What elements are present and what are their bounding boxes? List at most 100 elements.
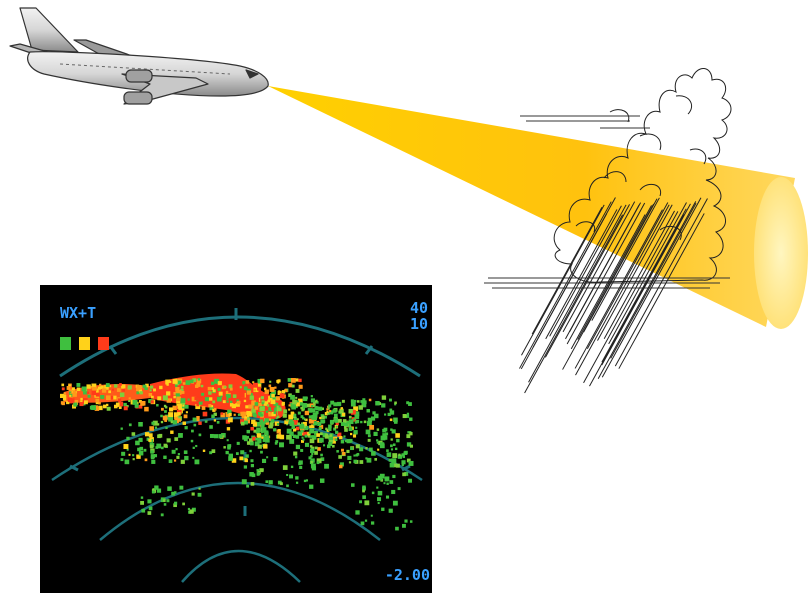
radar-return-cell [185, 411, 188, 414]
radar-return-cell [263, 444, 268, 449]
radar-return-cell [390, 428, 393, 431]
radar-return-cell [258, 411, 262, 416]
radar-return-cell [297, 411, 301, 415]
radar-return-cell [274, 442, 278, 445]
rain-streak [586, 202, 669, 350]
radar-return-cell [362, 495, 366, 499]
radar-return-cell [289, 474, 293, 479]
radar-return-cell [233, 400, 237, 404]
radar-return-cell [328, 427, 332, 432]
radar-return-cell [86, 384, 91, 389]
radar-return-cell [310, 395, 313, 398]
radar-return-cell [288, 404, 291, 407]
radar-return-cell [106, 395, 111, 401]
radar-return-cell [394, 403, 397, 406]
radar-return-cell [209, 433, 214, 438]
radar-return-cell [306, 403, 310, 408]
radar-return-cell [233, 413, 236, 416]
radar-return-cell [193, 423, 197, 427]
radar-return-cell [242, 435, 247, 440]
radar-return-cell [213, 412, 217, 416]
radar-return-cell [276, 396, 281, 401]
radar-return-cell [228, 444, 232, 448]
radar-return-cell [265, 408, 269, 412]
radar-return-cell [80, 397, 83, 401]
radar-return-cell [285, 419, 288, 422]
radar-return-cell [218, 434, 223, 439]
radar-return-cell [166, 438, 171, 443]
radar-return-cell [367, 438, 371, 442]
radar-return-cell [224, 385, 227, 389]
radar-return-cell [407, 431, 410, 434]
radar-return-cell [135, 440, 140, 446]
radar-return-cell [261, 400, 265, 404]
radar-return-cell [318, 406, 323, 411]
radar-return-cell [261, 402, 264, 405]
radar-return-cell [192, 378, 197, 383]
radar-return-cell [240, 411, 245, 417]
radar-return-cell [296, 418, 299, 421]
radar-return-cell [103, 404, 107, 409]
radar-return-cell [409, 417, 413, 421]
radar-return-cell [251, 400, 256, 405]
radar-return-cell [246, 411, 252, 417]
radar-return-cell [402, 523, 406, 528]
rain-streak [562, 201, 636, 333]
radar-return-cell [91, 383, 97, 389]
radar-return-cell [217, 396, 222, 402]
rain-streak [608, 202, 687, 345]
radar-return-cell [318, 427, 322, 431]
radar-return-cell [345, 439, 348, 443]
radar-return-cell [163, 387, 167, 391]
radar-return-cell [353, 459, 357, 464]
radar-return-cell [221, 385, 226, 390]
radar-return-cell [360, 521, 365, 526]
radar-return-cell [328, 424, 332, 429]
radar-return-cell [176, 389, 182, 395]
radar-return-cell [309, 484, 314, 489]
radar-return-cell [377, 490, 383, 496]
radar-return-cell [63, 392, 67, 395]
radar-return-cell [247, 417, 250, 420]
radar-return-cell [145, 383, 149, 388]
radar-return-cell [251, 473, 256, 478]
radar-return-cell [257, 444, 262, 449]
radar-return-cell [209, 397, 213, 401]
radar-return-cell [386, 449, 389, 452]
radar-return-cell [338, 418, 342, 423]
radar-return-cell [228, 413, 232, 417]
radar-return-cell [306, 431, 311, 436]
radar-return-cell [347, 455, 352, 461]
range-ticks [69, 308, 411, 516]
radar-return-cell [305, 418, 308, 422]
radar-return-cell [149, 444, 154, 449]
radar-return-cell [192, 417, 197, 422]
radar-return-cell [156, 423, 160, 426]
radar-return-cell [209, 451, 213, 455]
radar-return-cell [117, 398, 122, 402]
radar-return-cell [340, 440, 345, 444]
radar-return-cell [406, 401, 410, 405]
radar-return-cell [87, 394, 91, 398]
radar-return-cell [166, 398, 172, 403]
radar-return-cell [337, 432, 342, 437]
radar-return-cell [316, 401, 319, 404]
radar-return-cell [220, 412, 225, 418]
rain-streak [549, 205, 622, 337]
radar-return-cell [301, 436, 304, 439]
radar-return-cell [372, 411, 376, 415]
radar-return-cell [389, 462, 395, 468]
radar-return-cell [95, 392, 100, 397]
radar-return-cell [362, 485, 366, 489]
radar-return-cell [166, 391, 171, 396]
radar-return-cell [69, 400, 73, 404]
radar-return-cell [293, 416, 297, 420]
radar-return-cell [245, 454, 249, 458]
radar-return-cell [395, 463, 400, 468]
radar-return-cell [282, 413, 287, 418]
radar-return-cell [128, 397, 131, 400]
radar-return-cell [197, 492, 202, 497]
radar-return-cell [191, 396, 197, 402]
radar-return-cell [257, 386, 261, 391]
radar-return-cell [127, 385, 132, 390]
